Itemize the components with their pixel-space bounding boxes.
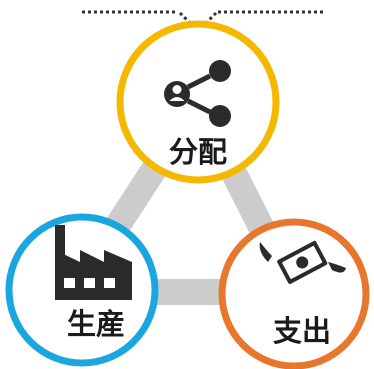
flying-money-icon bbox=[259, 240, 346, 284]
node-distribution-ring bbox=[116, 20, 280, 184]
node-expenditure-label: 支出 bbox=[273, 314, 331, 348]
factory-icon bbox=[55, 225, 132, 300]
node-distribution-label: 分配 bbox=[169, 135, 227, 169]
node-production-label: 生産 bbox=[67, 307, 125, 341]
node-expenditure-ring bbox=[218, 218, 370, 369]
share-user-icon bbox=[164, 60, 231, 127]
node-expenditure: 支出 bbox=[218, 218, 370, 369]
node-production: 生産 bbox=[5, 213, 159, 367]
node-distribution: 分配 bbox=[116, 20, 280, 184]
